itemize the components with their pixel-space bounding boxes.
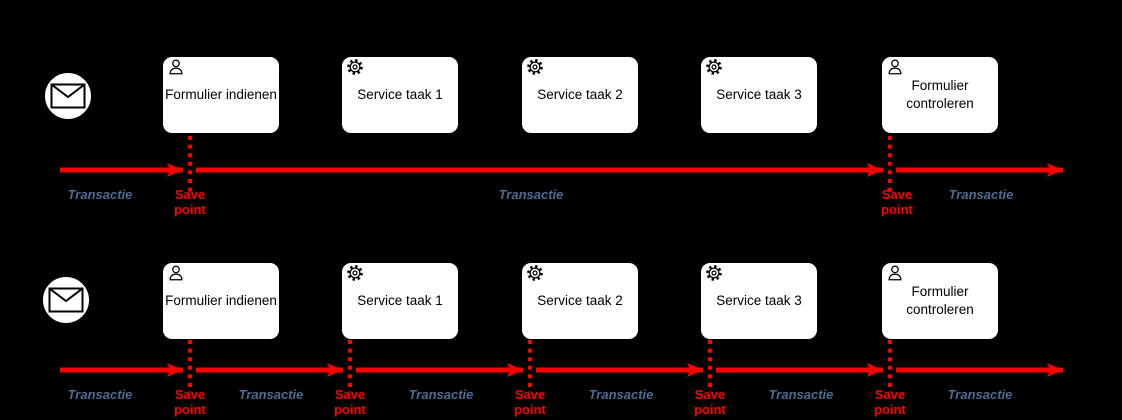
transaction-label: Transactie: [948, 187, 1014, 202]
task-label: Formulier controleren: [906, 78, 974, 111]
user-icon: [888, 59, 902, 75]
envelope-icon: [48, 287, 84, 313]
save-point-label: Save point: [694, 387, 726, 417]
save-point-label: Save point: [874, 387, 906, 417]
transaction-label: Transactie: [408, 387, 474, 402]
transaction-label: Transactie: [588, 387, 654, 402]
user-icon: [169, 265, 183, 281]
gear-icon: [347, 59, 363, 75]
task-service-taak-2: Service taak 2: [521, 262, 639, 340]
save-point-label: Save point: [334, 387, 366, 417]
transaction-label: Transactie: [67, 387, 133, 402]
transaction-label: Transactie: [67, 187, 133, 202]
task-label: Service taak 2: [537, 87, 623, 103]
task-formulier-indienen: Formulier indienen: [162, 262, 280, 340]
message-start-event: [43, 71, 93, 121]
task-service-taak-2: Service taak 2: [521, 56, 639, 134]
task-formulier-indienen: Formulier indienen: [162, 56, 280, 134]
transaction-timeline-top: [60, 136, 1063, 192]
gear-icon: [706, 59, 722, 75]
transaction-label: Transactie: [238, 387, 304, 402]
task-label: Service taak 2: [537, 293, 623, 309]
transaction-label: Transactie: [947, 387, 1013, 402]
save-point-label: Save point: [514, 387, 546, 417]
gear-icon: [527, 59, 543, 75]
transaction-timeline-bottom: [60, 340, 1063, 392]
transaction-label: Transactie: [498, 187, 564, 202]
envelope-icon: [50, 83, 86, 109]
task-formulier-controleren: Formulier controleren: [881, 262, 999, 340]
save-point-label: Save point: [174, 387, 206, 417]
task-label: Formulier indienen: [165, 87, 277, 103]
transaction-label: Transactie: [768, 387, 834, 402]
task-service-taak-3: Service taak 3: [700, 262, 818, 340]
task-label: Formulier indienen: [165, 293, 277, 309]
task-label: Service taak 3: [716, 87, 802, 103]
save-point-label: Save point: [881, 187, 913, 217]
task-label: Service taak 3: [716, 293, 802, 309]
save-point-label: Save point: [174, 187, 206, 217]
message-start-event: [41, 275, 91, 325]
task-label: Service taak 1: [357, 293, 443, 309]
task-label: Service taak 1: [357, 87, 443, 103]
user-icon: [888, 265, 902, 281]
task-service-taak-1: Service taak 1: [341, 56, 459, 134]
gear-icon: [527, 265, 543, 281]
task-service-taak-3: Service taak 3: [700, 56, 818, 134]
gear-icon: [706, 265, 722, 281]
user-icon: [169, 59, 183, 75]
task-formulier-controleren: Formulier controleren: [881, 56, 999, 134]
task-label: Formulier controleren: [906, 284, 974, 317]
gear-icon: [347, 265, 363, 281]
task-service-taak-1: Service taak 1: [341, 262, 459, 340]
